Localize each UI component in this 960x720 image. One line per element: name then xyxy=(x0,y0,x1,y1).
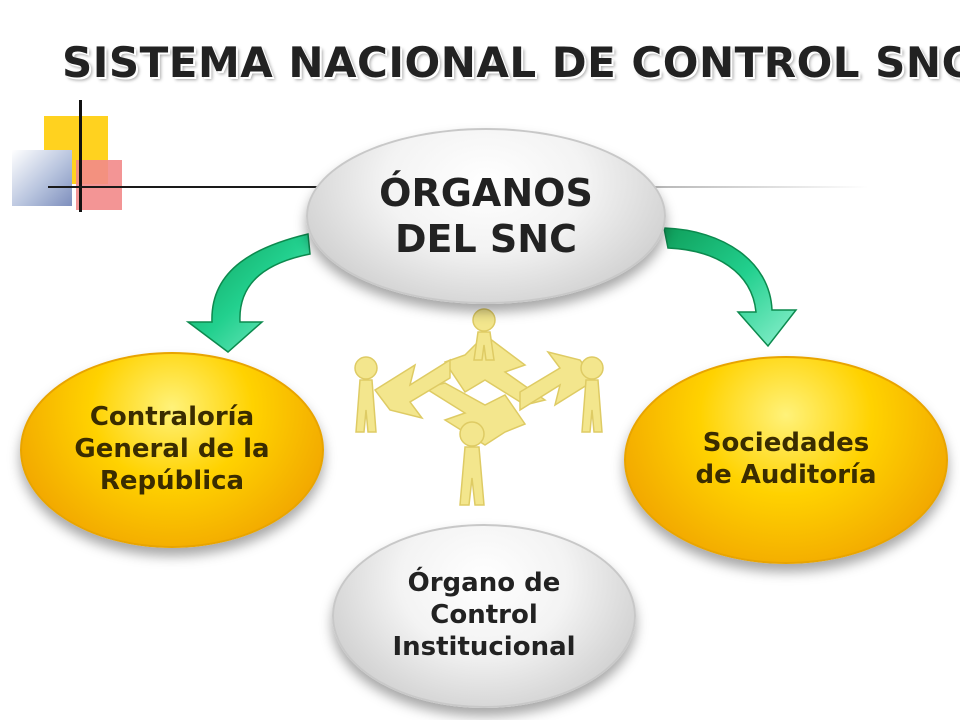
node-contraloria-label: Contraloría General de la República xyxy=(74,402,270,496)
curved-arrow-icon xyxy=(663,227,798,348)
node-sociedades-auditoria: Sociedades de Auditoría xyxy=(624,356,948,564)
node-sociedades-label: Sociedades de Auditoría xyxy=(695,428,877,490)
center-node-label: ÓRGANOS DEL SNC xyxy=(379,170,593,261)
decor-blue-square xyxy=(12,150,72,206)
decor-vertical-line xyxy=(79,100,82,212)
center-node-organos: ÓRGANOS DEL SNC xyxy=(306,128,666,304)
node-organo-label: Órgano de Control Institucional xyxy=(392,568,576,662)
page-title: SISTEMA NACIONAL DE CONTROL SNC xyxy=(62,38,960,87)
node-contraloria: Contraloría General de la República xyxy=(20,352,324,548)
curved-arrow-icon xyxy=(185,233,311,353)
node-organo-control: Órgano de Control Institucional xyxy=(332,524,636,708)
decor-red-square xyxy=(76,160,122,210)
